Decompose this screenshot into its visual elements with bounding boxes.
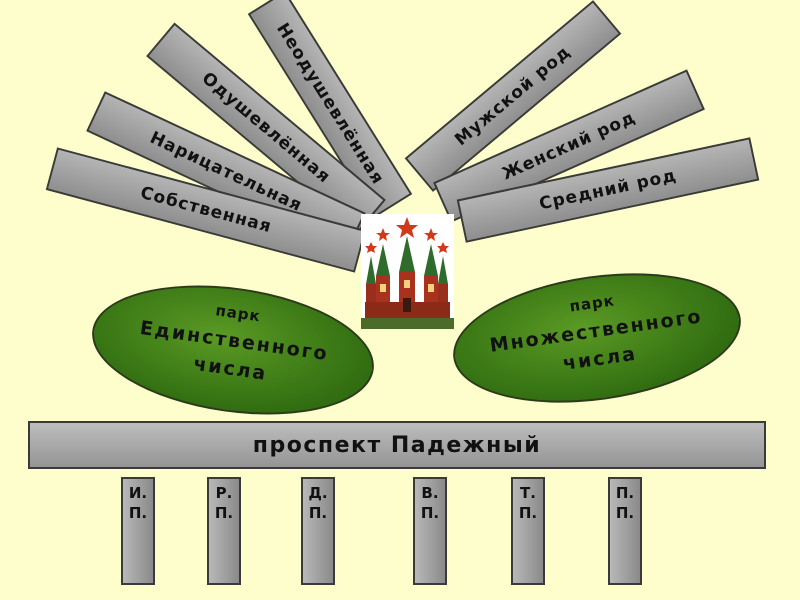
kremlin-towers-icon <box>361 214 454 329</box>
street-instrumental: Т. П. <box>511 477 545 585</box>
street-genitive-line1: Р. <box>215 484 233 502</box>
case-avenue: проспект Падежный <box>28 421 766 469</box>
street-instrumental-line1: Т. <box>520 484 536 502</box>
street-nominative-line2: П. <box>128 504 148 522</box>
street-genitive-line2: П. <box>214 504 234 522</box>
street-accusative-line1: В. <box>421 484 439 502</box>
street-instrumental-line2: П. <box>518 504 538 522</box>
park-singular: парк Единственного числа <box>83 268 383 432</box>
street-accusative-line2: П. <box>420 504 440 522</box>
street-prepositional: П. П. <box>608 477 642 585</box>
street-genitive: Р. П. <box>207 477 241 585</box>
street-prepositional-line2: П. <box>615 504 635 522</box>
street-dative-line1: Д. <box>308 484 328 502</box>
kremlin-emblem <box>361 214 454 329</box>
street-dative-line2: П. <box>308 504 328 522</box>
street-nominative: И. П. <box>121 477 155 585</box>
park-plural: парк Множественного числа <box>444 256 750 420</box>
street-nominative-line1: И. <box>128 484 148 502</box>
street-prepositional-line1: П. <box>615 484 635 502</box>
street-dative: Д. П. <box>301 477 335 585</box>
case-avenue-label: проспект Падежный <box>252 432 542 458</box>
street-accusative: В. П. <box>413 477 447 585</box>
